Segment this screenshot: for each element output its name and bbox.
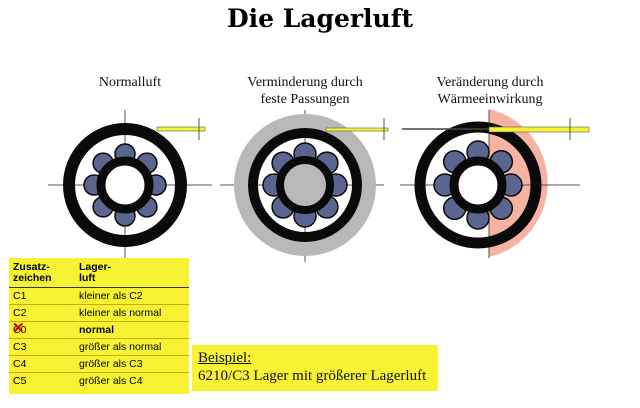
cross-out-icon: ✕ [12, 320, 25, 337]
outer-ring [414, 121, 542, 249]
clearance-marker [325, 127, 389, 132]
legend-row: C0 ✕ normal [9, 320, 189, 339]
caption-heat-line2: Wärmeeinwirkung [437, 92, 543, 107]
housing-fit-ring [234, 114, 376, 256]
example-box: Beispiel: 6210/C3 Lager mit größerer Lag… [192, 345, 438, 391]
page-title: Die Lagerluft [226, 4, 414, 33]
example-text: 6210/C3 Lager mit größerer Lagerluft [198, 368, 427, 384]
legend-header-row: Zusatz- zeichen Lager- luft [9, 258, 189, 288]
legend-code-struck: C0 ✕ [9, 320, 75, 339]
inner-ring [276, 156, 334, 214]
legend-row: C4 größer als C3 [9, 355, 189, 373]
caption-normal-clearance: Normalluft [60, 74, 200, 91]
legend-code: C5 [9, 372, 75, 389]
caption-normal-line1: Normalluft [98, 75, 162, 90]
bearing-normal [48, 110, 212, 258]
legend-header-code: Zusatz- zeichen [9, 258, 75, 288]
legend-row: C3 größer als normal [9, 338, 189, 356]
struck-code: C0 ✕ [12, 320, 27, 337]
legend-header-desc-line1: Lager- [79, 261, 112, 273]
legend-code: C3 [9, 338, 75, 356]
legend-code-text: C0 [13, 324, 27, 336]
legend-desc: größer als C4 [75, 372, 189, 389]
caption-fixed-fit-line1: Verminderung durch [247, 75, 363, 90]
legend-row: C2 kleiner als normal [9, 304, 189, 322]
legend-row: C5 größer als C4 [9, 372, 189, 389]
outer-ring [63, 123, 187, 247]
legend-desc: kleiner als normal [75, 304, 189, 322]
caption-fixed-fit-line2: feste Passungen [260, 92, 350, 107]
legend-header-desc: Lager- luft [75, 258, 189, 288]
legend-desc: größer als normal [75, 338, 189, 356]
legend-header-desc-line2: luft [79, 272, 96, 284]
legend-code: C2 [9, 304, 75, 322]
legend-header-code-line2: zeichen [13, 272, 52, 284]
legend-desc: kleiner als C2 [75, 287, 189, 305]
legend-header-code-line1: Zusatz- [13, 261, 50, 273]
legend-table: Zusatz- zeichen Lager- luft C1 kleiner a… [9, 258, 189, 389]
inner-ring [96, 156, 154, 214]
outer-ring [248, 128, 362, 242]
clearance-marker [488, 126, 590, 133]
clearance-marker [156, 126, 206, 132]
bearing-fixed-fit [220, 110, 389, 262]
legend-desc: größer als C3 [75, 355, 189, 373]
suffix-legend-table: Zusatz- zeichen Lager- luft C1 kleiner a… [9, 258, 189, 394]
bearing-heat [400, 109, 590, 258]
legend-code: C1 [9, 287, 75, 305]
legend-row: C1 kleiner als C2 [9, 287, 189, 305]
legend-desc: normal [75, 321, 189, 339]
example-heading: Beispiel: [198, 350, 252, 366]
caption-heat-effect: Veränderung durch Wärmeeinwirkung [405, 74, 575, 108]
caption-heat-line1: Veränderung durch [436, 75, 544, 90]
caption-fixed-fit: Verminderung durch feste Passungen [220, 74, 390, 108]
legend-code: C4 [9, 355, 75, 373]
inner-ring [449, 156, 507, 214]
